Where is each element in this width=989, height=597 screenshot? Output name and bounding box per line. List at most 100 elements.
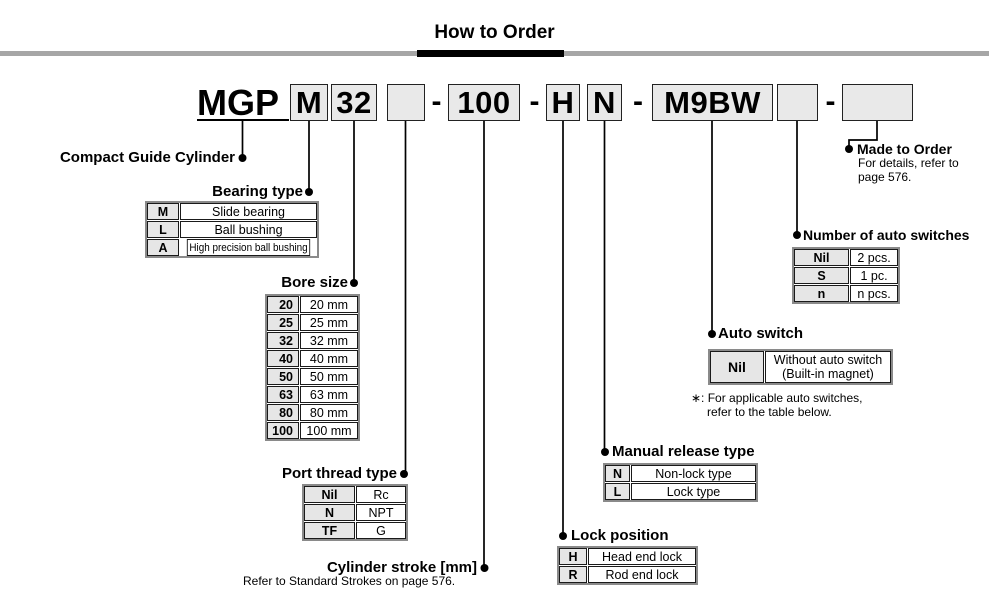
- page-title: How to Order: [434, 22, 555, 43]
- code-box-switch-qty: [777, 84, 818, 121]
- option-description: 25 mm: [300, 314, 358, 331]
- stroke-note: Refer to Standard Strokes on page 576.: [243, 574, 456, 588]
- option-description: 32 mm: [300, 332, 358, 349]
- option-description: Head end lock: [588, 548, 696, 565]
- label-cylinder-stroke: Cylinder stroke [mm]: [326, 559, 477, 576]
- option-code: 32: [267, 332, 299, 349]
- option-code: 40: [267, 350, 299, 367]
- option-description: 50 mm: [300, 368, 358, 385]
- option-description: NPT: [356, 504, 406, 521]
- option-code: TF: [304, 522, 355, 539]
- option-description: Non-lock type: [631, 465, 756, 482]
- code-separator: -: [825, 85, 836, 118]
- code-box-bore-size: 32: [331, 84, 377, 121]
- option-code: A: [147, 239, 179, 256]
- made-to-order-note-line1: For details, refer to: [858, 156, 959, 170]
- option-description: 63 mm: [300, 386, 358, 403]
- auto-switch-note-line1: ∗: For applicable auto switches,: [691, 391, 863, 405]
- auto-switch-note-line2: refer to the table below.: [707, 405, 832, 419]
- code-separator: -: [529, 85, 540, 118]
- code-box-lock-position: H: [546, 84, 580, 121]
- option-description: 40 mm: [300, 350, 358, 367]
- code-separator: -: [431, 85, 442, 118]
- model-prefix-underline: [197, 119, 289, 121]
- option-code: 100: [267, 422, 299, 439]
- option-description: Lock type: [631, 483, 756, 500]
- option-code: 80: [267, 404, 299, 421]
- label-bore-size: Bore size: [281, 274, 348, 291]
- option-code: 20: [267, 296, 299, 313]
- label-number-of-auto-switches: Number of auto switches: [803, 227, 970, 243]
- code-box-made-to-order: [842, 84, 913, 121]
- option-code: Nil: [710, 351, 764, 383]
- option-code: R: [559, 566, 587, 583]
- code-separator: -: [633, 85, 643, 118]
- option-description: Rc: [356, 486, 406, 503]
- option-code: 50: [267, 368, 299, 385]
- option-description: 100 mm: [300, 422, 358, 439]
- table-row: A High precision ball bushing: [147, 239, 317, 256]
- option-description: G: [356, 522, 406, 539]
- option-description: Rod end lock: [588, 566, 696, 583]
- option-code: L: [147, 221, 179, 238]
- code-box-bearing-type: M: [290, 84, 328, 121]
- label-bearing-type: Bearing type: [212, 183, 303, 200]
- code-box-stroke: 100: [448, 84, 520, 121]
- option-code: N: [304, 504, 355, 521]
- label-made-to-order: Made to Order: [857, 141, 952, 157]
- option-code: H: [559, 548, 587, 565]
- model-prefix: MGP: [197, 82, 280, 123]
- option-code: 25: [267, 314, 299, 331]
- made-to-order-note-line2: page 576.: [858, 170, 912, 184]
- option-description: n pcs.: [850, 285, 898, 302]
- label-compact-guide-cylinder: Compact Guide Cylinder: [59, 149, 235, 166]
- title-underline: [417, 50, 564, 57]
- option-code: 63: [267, 386, 299, 403]
- label-port-thread-type: Port thread type: [281, 465, 397, 482]
- option-code: Nil: [304, 486, 355, 503]
- option-code: L: [605, 483, 630, 500]
- option-description: 1 pc.: [850, 267, 898, 284]
- option-code: N: [605, 465, 630, 482]
- option-description: 80 mm: [300, 404, 358, 421]
- label-lock-position: Lock position: [571, 527, 669, 544]
- option-description: 20 mm: [300, 296, 358, 313]
- option-description: High precision ball bushing: [186, 239, 311, 256]
- code-box-manual-release: N: [587, 84, 622, 121]
- code-box-port-thread: [387, 84, 425, 121]
- option-description: Slide bearing: [180, 203, 317, 220]
- option-description: Without auto switch (Built-in magnet): [765, 351, 891, 383]
- option-code: Nil: [794, 249, 849, 266]
- option-description: 2 pcs.: [850, 249, 898, 266]
- option-code: S: [794, 267, 849, 284]
- option-code: M: [147, 203, 179, 220]
- label-auto-switch: Auto switch: [718, 325, 803, 342]
- label-manual-release-type: Manual release type: [612, 443, 755, 460]
- code-box-auto-switch: M9BW: [652, 84, 773, 121]
